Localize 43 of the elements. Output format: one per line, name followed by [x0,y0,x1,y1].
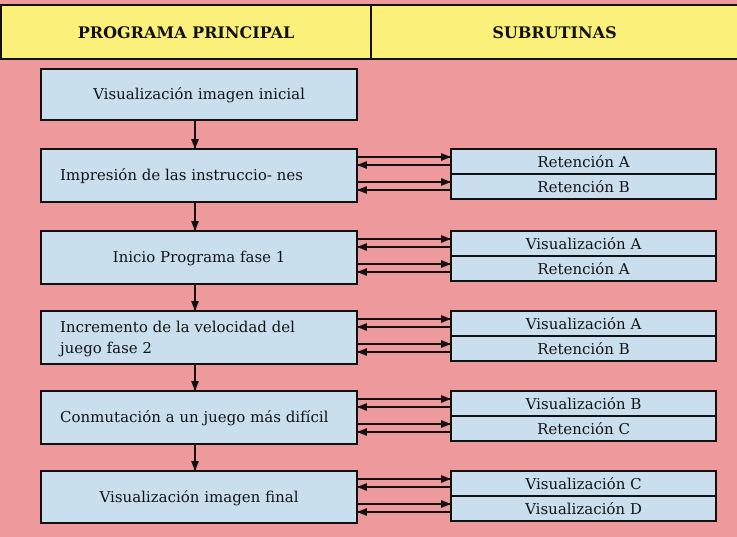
arrow [358,235,451,243]
subroutine-box: Retención B [450,335,717,362]
arrow [358,420,451,428]
subroutine-box: Visualización D [450,495,717,522]
arrow [358,153,451,161]
subroutine-box: Retención A [450,255,717,282]
process-box: Incremento de la velocidad del juego fase 2 [40,310,358,365]
subroutine-box: Visualización B [450,390,717,417]
arrow [358,260,451,268]
column-header: PROGRAMA PRINCIPAL [0,4,372,60]
subroutine-box: Visualización A [450,230,717,257]
process-box: Visualización imagen inicial [40,68,358,121]
process-box: Inicio Programa fase 1 [40,230,358,285]
column-header: SUBRUTINAS [370,4,737,60]
arrow [358,475,451,483]
arrow [191,285,199,311]
arrow [191,203,199,231]
process-box: Visualización imagen final [40,470,358,524]
arrow [358,395,451,403]
process-box: Impresión de las instruccio- nes [40,148,358,203]
arrow [357,186,450,194]
arrow [357,348,450,356]
arrow [357,483,450,491]
arrow [191,365,199,391]
arrow [357,508,450,516]
subroutine-box: Visualización A [450,310,717,337]
arrow [358,500,451,508]
arrow [357,268,450,276]
arrow [358,340,451,348]
subroutine-box: Retención A [450,148,717,175]
arrow [357,243,450,251]
arrow [358,315,451,323]
arrow [191,445,199,471]
subroutine-box: Retención B [450,173,717,200]
subroutine-box: Visualización C [450,470,717,497]
process-box: Conmutación a un juego más difícil [40,390,358,445]
subroutine-box: Retención C [450,415,717,442]
arrow [357,323,450,331]
arrow [358,178,451,186]
arrow [191,121,199,149]
arrow [357,161,450,169]
arrow [357,403,450,411]
arrow [357,428,450,436]
